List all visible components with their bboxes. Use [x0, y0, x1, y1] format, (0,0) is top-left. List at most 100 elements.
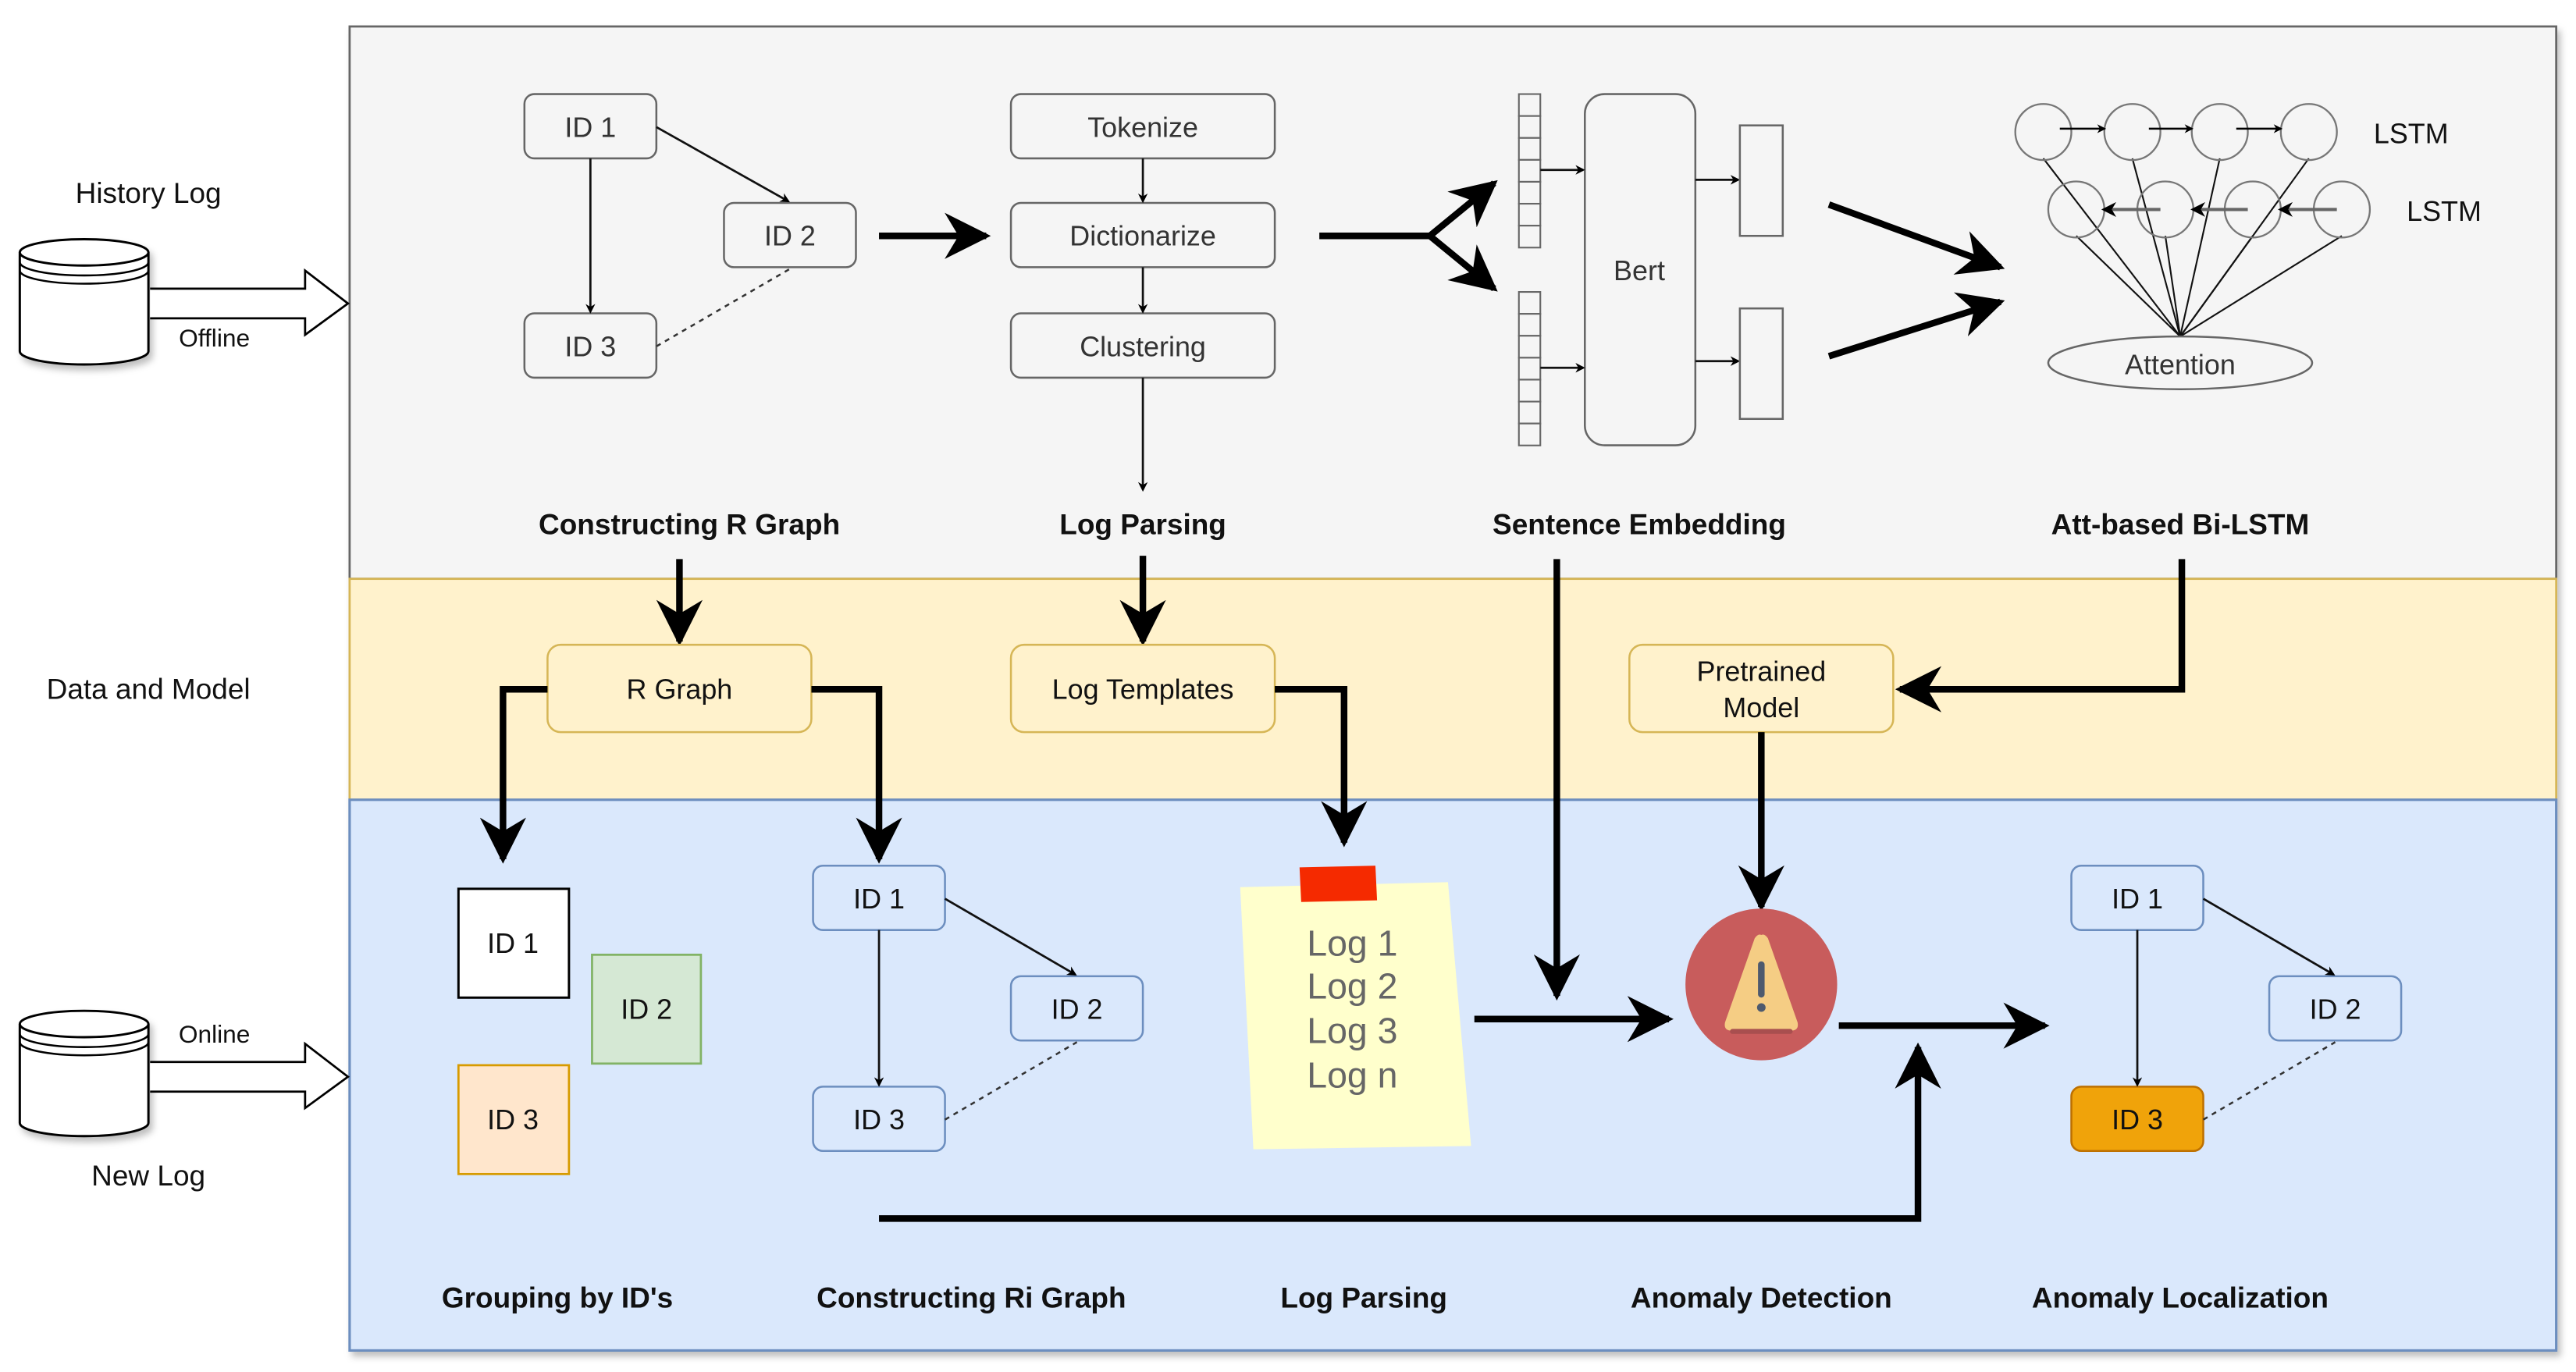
- alert-icon: [1685, 908, 1838, 1061]
- forward-lstm-cells: [2014, 103, 2338, 162]
- group-id3[interactable]: [457, 1064, 571, 1175]
- sentence-embedding: Bert: [1517, 93, 1784, 446]
- graph-node-label: ID 1: [564, 111, 616, 143]
- grouping-by-ids: ID 1 ID 2 ID 3: [457, 887, 703, 1175]
- graph-edge: [944, 897, 1077, 976]
- flow-arrow: [1827, 201, 2005, 275]
- vector-cell: [1517, 180, 1542, 205]
- pretrained-model-label-line1: Pretrained: [1697, 655, 1827, 687]
- attention-connection: [2179, 235, 2254, 337]
- flow-arrow: [879, 1042, 1941, 1222]
- log-line: Log 1: [1307, 923, 1397, 964]
- forward-lstm-label: LSTM: [2374, 118, 2449, 150]
- flow-arrow: [1827, 292, 2005, 360]
- bert-block[interactable]: [1584, 93, 1697, 446]
- stage-label-constructing-r-graph: Constructing R Graph: [539, 508, 840, 540]
- graph-node-label: ID 1: [2112, 883, 2163, 915]
- vector-cell: [1517, 202, 1542, 227]
- stage-label-anomaly-detection: Anomaly Detection: [1631, 1281, 1892, 1313]
- offline-r-graph: ID 1 ID 2 ID 3: [523, 93, 857, 379]
- vector-cell: [1517, 379, 1542, 403]
- log-line: Log n: [1307, 1055, 1397, 1096]
- history-log-label: History Log: [76, 177, 222, 209]
- vector-cell: [1517, 357, 1542, 381]
- backward-lstm-label: LSTM: [2407, 195, 2482, 227]
- token-vector: [1517, 291, 1542, 446]
- vector-cell: [1517, 137, 1542, 161]
- vector-cell: [1517, 400, 1542, 425]
- vector-cell: [1517, 291, 1542, 315]
- database-icon: [18, 237, 150, 366]
- online-label: Online: [179, 1020, 251, 1048]
- step-label: Tokenize: [1087, 111, 1198, 143]
- group-label: ID 1: [487, 927, 539, 959]
- graph-node-label: ID 3: [853, 1104, 905, 1136]
- group-id1[interactable]: [457, 887, 571, 999]
- bi-lstm: LSTM LSTM Attention: [2014, 103, 2482, 390]
- vector-cell: [1517, 335, 1542, 359]
- graph-dashed-edge: [656, 268, 791, 347]
- step-label: Clustering: [1080, 330, 1206, 362]
- r-graph-label: R Graph: [627, 674, 733, 706]
- parsed-logs-note: Log 1 Log 2 Log 3 Log n: [1240, 865, 1471, 1150]
- ri-graph: ID 1 ID 2 ID 3: [812, 865, 1144, 1153]
- stage-label-log-parsing: Log Parsing: [1059, 508, 1226, 540]
- attention-connection: [2164, 236, 2182, 337]
- attention-connection: [2131, 158, 2181, 337]
- database-icon: [18, 1009, 150, 1138]
- step-label: Dictionarize: [1069, 220, 1216, 252]
- stage-label-sentence-embedding: Sentence Embedding: [1493, 508, 1786, 540]
- group-id2[interactable]: [591, 953, 703, 1065]
- attention-node[interactable]: [2047, 335, 2314, 390]
- history-log-input: History Log Offline: [18, 177, 350, 366]
- graph-edge: [656, 126, 791, 203]
- flow-arrow: [811, 685, 902, 864]
- graph-node-label: ID 2: [2310, 993, 2361, 1025]
- stage-label-att-bilstm: Att-based Bi-LSTM: [2051, 508, 2310, 540]
- new-log-label: New Log: [91, 1160, 205, 1192]
- offline-label: Offline: [179, 324, 250, 352]
- stage-label-anomaly-localization: Anomaly Localization: [2032, 1281, 2329, 1313]
- graph-node-label: ID 2: [764, 220, 816, 252]
- token-vector: [1517, 93, 1542, 249]
- attention-connection: [2179, 158, 2221, 337]
- log-templates-label: Log Templates: [1052, 674, 1234, 706]
- stage-label-log-parsing-online: Log Parsing: [1280, 1281, 1447, 1313]
- lstm-cell: [2014, 103, 2073, 162]
- graph-node[interactable]: [1009, 975, 1144, 1042]
- graph-node[interactable]: [723, 201, 857, 268]
- note-pin-icon: [1299, 865, 1378, 902]
- graph-node-label: ID 1: [853, 883, 905, 915]
- attention-label: Attention: [2125, 349, 2236, 381]
- vector-cell: [1517, 93, 1542, 117]
- note-paper: [1240, 882, 1471, 1150]
- attention-connections: [2042, 158, 2343, 338]
- graph-node[interactable]: [2268, 975, 2403, 1042]
- log-line: Log 2: [1307, 966, 1397, 1007]
- bert-label: Bert: [1614, 254, 1665, 286]
- log-line: Log 3: [1307, 1011, 1397, 1051]
- anomaly-localization-graph: ID 1 ID 2 ID 3: [2070, 865, 2403, 1153]
- flow-arrow: [1895, 559, 2186, 713]
- stage-label-grouping: Grouping by ID's: [442, 1281, 673, 1313]
- offline-lane: [348, 25, 2558, 581]
- graph-node-label: ID 3: [564, 330, 616, 362]
- graph-edge: [2202, 897, 2336, 976]
- data-and-model-label: Data and Model: [47, 674, 251, 706]
- offline-log-parsing: Tokenize Dictionarize Clustering: [1009, 93, 1276, 492]
- fork-arrow: [1319, 179, 1498, 292]
- embedding-output-vector: [1738, 124, 1784, 237]
- group-label: ID 2: [621, 993, 672, 1025]
- new-log-input: Online New Log: [18, 1009, 350, 1192]
- vector-cell: [1517, 313, 1542, 337]
- attention-connection: [2076, 235, 2181, 337]
- offline-flow-arrow: [150, 268, 350, 337]
- group-label: ID 3: [487, 1104, 539, 1136]
- vector-cell: [1517, 115, 1542, 139]
- vector-cell: [1517, 158, 1542, 183]
- attention-connection: [2042, 158, 2181, 337]
- attention-connection: [2179, 235, 2343, 338]
- vector-cell: [1517, 422, 1542, 446]
- anomalous-node-label: ID 3: [2112, 1104, 2163, 1136]
